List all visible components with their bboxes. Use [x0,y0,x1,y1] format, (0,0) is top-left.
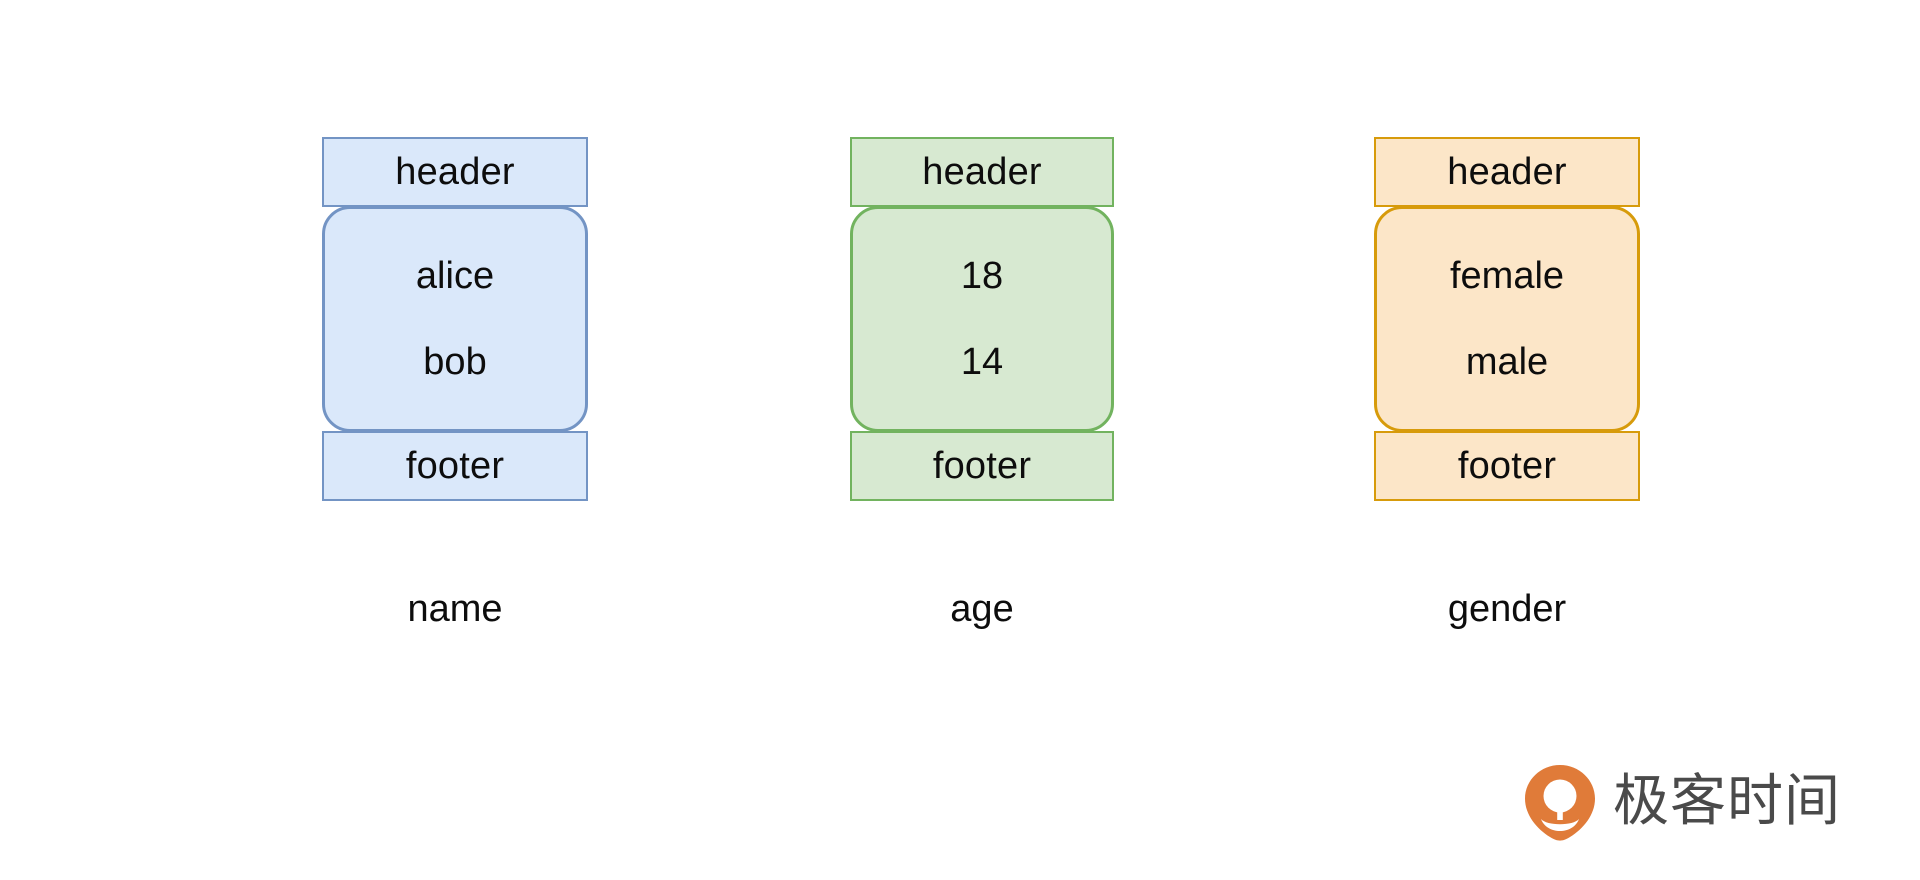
column-footer-age: footer [850,431,1114,501]
cell-value: 14 [960,341,1004,383]
column-footer-name: footer [322,431,588,501]
column-caption-name: name [407,588,503,630]
cell-value: alice [415,255,495,297]
column-body-name: alice bob [322,206,588,432]
column-caption-gender: gender [1447,588,1567,630]
column-footer-gender: footer [1374,431,1640,501]
cell-value: female [1449,255,1565,297]
watermark-text: 极客时间 [1613,769,1841,834]
column-body-gender: female male [1374,206,1640,432]
column-body-age: 18 14 [850,206,1114,432]
cell-value: 18 [960,255,1004,297]
column-group-name: header alice bob footer [322,137,588,501]
column-header-name: header [322,137,588,207]
column-group-gender: header female male footer [1374,137,1640,501]
column-group-age: header 18 14 footer [850,137,1114,501]
watermark: 极客时间 [1523,763,1841,841]
column-header-gender: header [1374,137,1640,207]
geektime-logo-icon [1525,765,1595,841]
cell-value: bob [423,341,487,383]
column-header-age: header [850,137,1114,207]
cell-value: male [1465,341,1549,383]
column-caption-age: age [950,588,1014,630]
